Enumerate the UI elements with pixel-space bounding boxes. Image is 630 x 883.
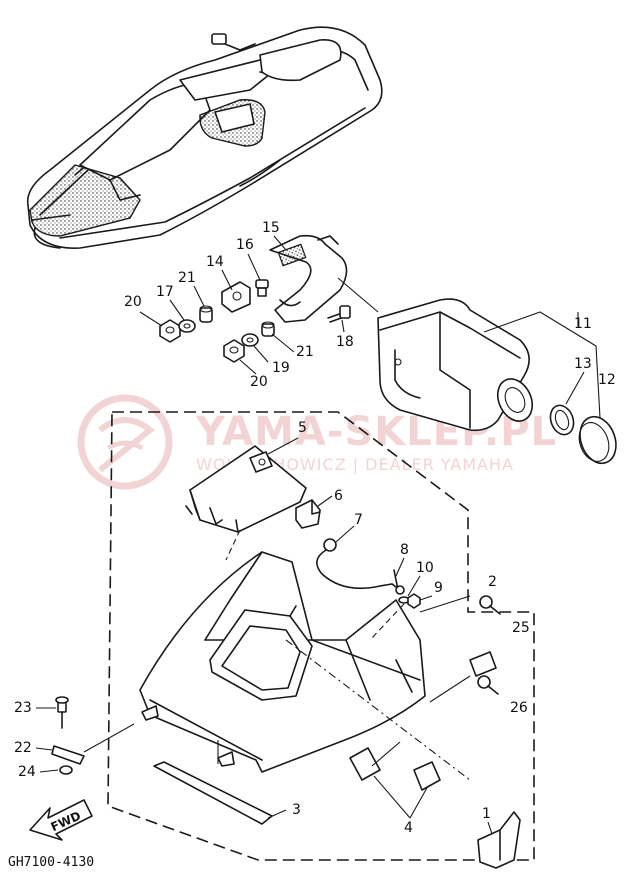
fwd-arrow-icon: FWD [29,799,93,841]
fasteners-8-9-10 [393,569,421,609]
leader-lines [83,529,471,781]
label-21-lower: 21 [296,344,314,360]
pad-near-26 [469,651,497,677]
label-19: 19 [272,360,290,376]
label-17: 17 [156,284,174,300]
label-16: 16 [236,237,254,253]
label-25: 25 [512,620,530,636]
label-3: 3 [292,802,301,818]
label-21-upper: 21 [178,270,196,286]
label-20-upper: 20 [124,294,142,310]
label-11: 11 [574,316,592,332]
nut-20-upper [159,319,181,343]
fasteners-22-23-24 [51,696,85,775]
washer-19 [241,333,259,347]
bracket-1 [477,811,521,869]
label-22: 22 [14,740,32,756]
label-7: 7 [354,512,363,528]
diagram-code: GH7100-4130 [8,855,94,870]
label-18: 18 [336,334,354,350]
assembly-boundary [107,411,535,861]
nut-20-lower [223,339,245,363]
pads-4 [349,747,441,791]
o-ring-13 [549,404,575,436]
lid-5 [185,445,307,533]
upper-hardware-group [159,234,379,363]
screw-18 [327,305,351,323]
label-2: 2 [488,574,497,590]
label-15: 15 [262,220,280,236]
part-labels: 15 16 14 21 17 20 21 18 19 20 11 13 12 5… [14,220,616,836]
label-12: 12 [598,372,616,388]
label-23: 23 [14,700,32,716]
collar-21-upper [199,305,213,323]
label-9: 9 [434,580,443,596]
label-1: 1 [482,806,491,822]
label-4: 4 [404,820,413,836]
label-14: 14 [206,254,224,270]
label-20-lower: 20 [250,374,268,390]
washer-17 [178,319,196,333]
label-24: 24 [18,764,36,780]
label-5: 5 [298,420,307,436]
label-26: 26 [510,700,528,716]
hood-cover-2 [139,551,426,773]
watermark-title: YAMA-SKLEP.PL [195,409,557,455]
label-6: 6 [334,488,343,504]
collar-21-lower [261,321,275,337]
strip-3 [153,761,273,825]
strap-15 [269,234,348,323]
label-8: 8 [400,542,409,558]
bracket-14 [221,281,251,313]
screw-26 [477,675,499,695]
watermark-logo-icon [77,394,173,490]
label-10: 10 [416,560,434,576]
label-13: 13 [574,356,592,372]
storage-tube-11 [377,298,534,432]
cable-7 [316,538,401,591]
screw-25 [479,595,501,615]
screw-16 [255,279,269,297]
jet-ski-illustration [26,26,383,249]
latch-6 [295,499,321,529]
cap-12 [578,415,617,465]
